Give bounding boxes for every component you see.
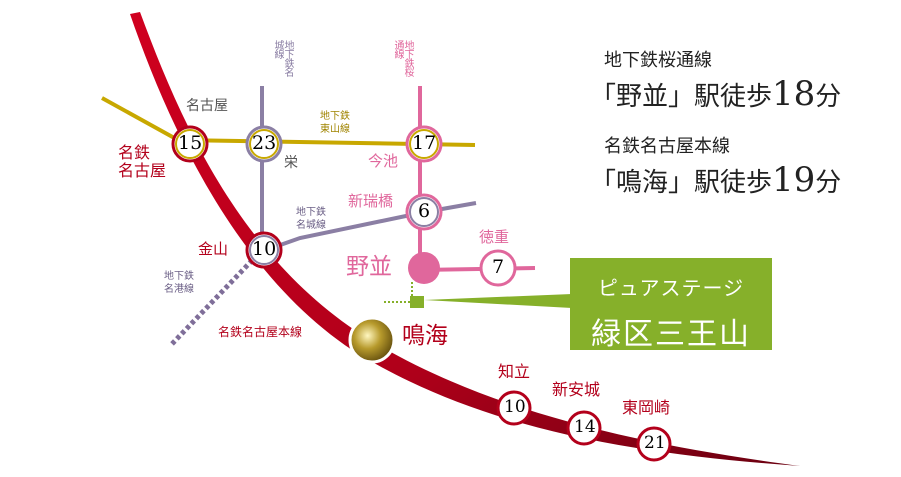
sakuradori-line-label: 地下鉄桜通線	[392, 40, 413, 76]
station-shinmizuhashi	[405, 193, 443, 231]
access-unit: 分	[815, 82, 842, 112]
access-line-name-2: 名鉄名古屋本線	[604, 136, 730, 157]
station-narumi	[348, 316, 396, 364]
higashiokazaki-number: 21	[644, 433, 666, 453]
access-station-2: 「鳴海」駅徒歩	[590, 168, 773, 198]
meitetsu-nagoya-label: 名鉄 名古屋	[118, 143, 167, 180]
access-station: 「野並」駅徒歩	[590, 82, 773, 112]
property-marker	[410, 296, 424, 308]
property-name-line1: ピュアステージ	[597, 276, 745, 300]
meijo-line-label-top: 地下鉄名城線	[272, 40, 293, 76]
nagoya-number: 15	[178, 132, 203, 154]
imaike-label: 今池	[368, 152, 399, 170]
access-info-nonami: 地下鉄桜通線	[604, 46, 712, 72]
tokushige-label: 徳重	[479, 228, 510, 246]
tokushige-number: 7	[492, 256, 505, 278]
station-imaike	[405, 125, 443, 163]
kanayama-number: 10	[252, 238, 277, 260]
higashiokazaki-label: 東岡崎	[622, 398, 671, 417]
station-kanayama	[245, 231, 283, 269]
meijo-line-label-side: 地下鉄 名城線	[296, 207, 326, 231]
shinmizuhashi-label: 新瑞橋	[348, 192, 394, 210]
chiryu-number: 10	[504, 397, 526, 417]
sakae-label: 栄	[284, 155, 298, 171]
meiko-line-label: 地下鉄 名港線	[164, 271, 194, 295]
access-detail-nonami: 「野並」駅徒歩18分	[590, 74, 841, 114]
station-chiryu	[496, 390, 532, 426]
shinmizuhashi-number: 6	[418, 200, 431, 222]
station-nagoya	[171, 125, 209, 163]
station-nonami	[408, 252, 440, 284]
meiko-line	[168, 248, 264, 348]
meitetsu-line-label: 名鉄名古屋本線	[218, 325, 303, 339]
shinanjo-number: 14	[574, 417, 596, 437]
property-callout: ピュアステージ 緑区三王山	[570, 258, 772, 352]
sakuradori-line	[418, 86, 536, 273]
nonami-label: 野並	[346, 254, 392, 280]
access-minutes-2: 19	[772, 160, 816, 200]
chiryu-label: 知立	[498, 362, 531, 381]
station-sakae	[245, 125, 283, 163]
shinanjo-label: 新安城	[552, 380, 601, 399]
access-detail-narumi: 「鳴海」駅徒歩19分	[590, 160, 841, 200]
narumi-label: 鳴海	[402, 323, 448, 349]
sakae-number: 23	[252, 132, 277, 154]
station-tokushige	[479, 249, 517, 287]
kanayama-label: 金山	[198, 240, 229, 258]
imaike-number: 17	[412, 132, 437, 154]
higashiyama-line-label: 地下鉄 東山線	[320, 111, 350, 135]
access-minutes: 18	[772, 74, 816, 114]
callout-pointer	[424, 294, 572, 308]
access-unit-2: 分	[815, 168, 842, 198]
access-info-narumi: 名鉄名古屋本線	[604, 132, 730, 158]
access-line-name: 地下鉄桜通線	[604, 50, 712, 71]
property-name-line2: 緑区三王山	[591, 317, 751, 352]
station-shinanjo	[566, 410, 602, 446]
station-higashiokazaki	[636, 426, 672, 462]
nagoya-label: 名古屋	[186, 98, 228, 114]
